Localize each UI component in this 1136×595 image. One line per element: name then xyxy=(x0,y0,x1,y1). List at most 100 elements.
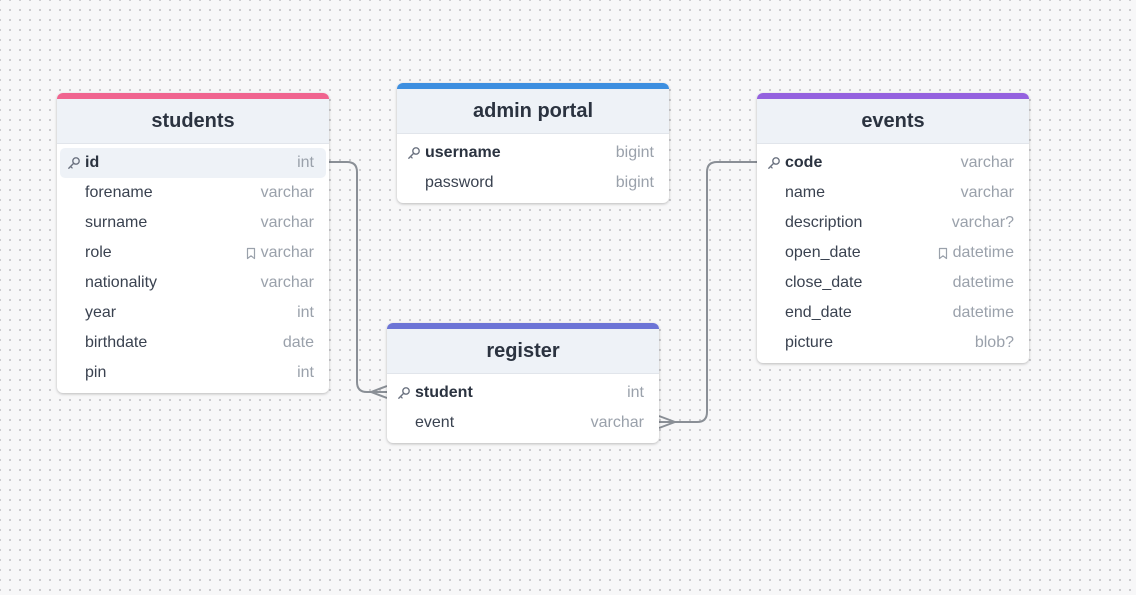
field-row-close-date[interactable]: close_date datetime xyxy=(760,268,1026,298)
field-row-year[interactable]: year int xyxy=(60,298,326,328)
field-type: varchar xyxy=(261,214,314,232)
field-type-label: datetime xyxy=(952,304,1014,321)
field-type: int xyxy=(627,384,644,402)
field-name: end_date xyxy=(785,304,852,321)
field-type-label: varchar? xyxy=(951,214,1014,231)
field-type-label: date xyxy=(282,334,314,351)
field-type-label: varchar xyxy=(960,154,1014,171)
field-list: username bigint password bigint xyxy=(397,134,669,203)
field-type: date xyxy=(283,334,314,352)
field-row-end-date[interactable]: end_date datetime xyxy=(760,298,1026,328)
field-row-password[interactable]: password bigint xyxy=(400,168,666,198)
field-type: varchar xyxy=(261,184,314,202)
key-icon xyxy=(398,387,410,399)
relation-students-register[interactable] xyxy=(329,161,387,393)
field-type-label: datetime xyxy=(952,274,1014,291)
field-type: blob? xyxy=(975,334,1014,352)
field-name: code xyxy=(785,154,823,171)
field-type-label: varchar xyxy=(590,414,644,431)
field-name: event xyxy=(415,414,455,431)
field-name: birthdate xyxy=(85,334,148,351)
table-title[interactable]: events xyxy=(757,99,1029,144)
field-type-label: int xyxy=(297,364,314,381)
field-row-student[interactable]: student int xyxy=(390,378,656,408)
table-color-bar xyxy=(387,323,659,329)
table-color-bar xyxy=(57,93,329,99)
field-type: varchar xyxy=(591,414,644,432)
field-type-label: int xyxy=(297,154,314,171)
field-name: nationality xyxy=(85,274,158,291)
field-list: student int event varchar xyxy=(387,374,659,443)
field-row-id[interactable]: id int xyxy=(60,148,326,178)
key-icon xyxy=(68,157,80,169)
field-type-label: blob? xyxy=(974,334,1014,351)
field-type: varchar xyxy=(261,274,314,292)
table-title[interactable]: students xyxy=(57,99,329,144)
field-type-label: varchar xyxy=(260,244,314,261)
field-type-label: varchar xyxy=(260,214,314,231)
field-list: code varchar name varchar description varchar… xyxy=(757,144,1029,363)
field-name: open_date xyxy=(785,244,861,261)
field-row-pin[interactable]: pin int xyxy=(60,358,326,388)
field-name: student xyxy=(415,384,473,401)
field-type-label: datetime xyxy=(952,244,1014,261)
field-row-event[interactable]: event varchar xyxy=(390,408,656,438)
table-color-bar xyxy=(757,93,1029,99)
field-type: int xyxy=(297,364,314,382)
field-name: username xyxy=(425,144,501,161)
field-name: password xyxy=(425,174,494,191)
note-bookmark-icon xyxy=(938,247,947,259)
table-title[interactable]: admin portal xyxy=(397,89,669,134)
crows-foot-register-event[interactable] xyxy=(658,415,676,429)
field-type-label: varchar xyxy=(960,184,1014,201)
table-events[interactable]: events code varchar name varchar description v… xyxy=(757,93,1029,363)
field-type: varchar? xyxy=(952,214,1014,232)
field-type: datetime xyxy=(953,274,1014,292)
field-row-code[interactable]: code varchar xyxy=(760,148,1026,178)
field-name: picture xyxy=(785,334,834,351)
field-row-open-date[interactable]: open_date datetime xyxy=(760,238,1026,268)
table-title[interactable]: register xyxy=(387,329,659,374)
field-type: int xyxy=(297,154,314,172)
field-type: bigint xyxy=(616,144,654,162)
field-row-birthdate[interactable]: birthdate date xyxy=(60,328,326,358)
crows-foot-register-student[interactable] xyxy=(370,385,388,399)
field-name: forename xyxy=(85,184,153,201)
field-type: varchar xyxy=(961,184,1014,202)
field-row-nationality[interactable]: nationality varchar xyxy=(60,268,326,298)
field-row-username[interactable]: username bigint xyxy=(400,138,666,168)
field-name: pin xyxy=(85,364,107,381)
field-type-label: varchar xyxy=(260,184,314,201)
field-type-label: bigint xyxy=(615,144,654,161)
note-bookmark-icon xyxy=(246,247,255,259)
field-type-label: int xyxy=(297,304,314,321)
field-row-forename[interactable]: forename varchar xyxy=(60,178,326,208)
table-color-bar xyxy=(397,83,669,89)
field-type: datetime xyxy=(937,244,1014,262)
field-name: year xyxy=(85,304,117,321)
field-name: close_date xyxy=(785,274,863,291)
key-icon xyxy=(408,147,420,159)
field-type-label: bigint xyxy=(615,174,654,191)
field-row-description[interactable]: description varchar? xyxy=(760,208,1026,238)
relation-events-register[interactable] xyxy=(659,161,757,423)
key-icon xyxy=(768,157,780,169)
table-admin-portal[interactable]: admin portal username bigint password bigint xyxy=(397,83,669,203)
field-name: name xyxy=(785,184,826,201)
field-row-name[interactable]: name varchar xyxy=(760,178,1026,208)
field-type: int xyxy=(297,304,314,322)
field-row-picture[interactable]: picture blob? xyxy=(760,328,1026,358)
field-type: datetime xyxy=(953,304,1014,322)
field-type: varchar xyxy=(961,154,1014,172)
field-type: varchar xyxy=(245,244,314,262)
field-type-label: varchar xyxy=(260,274,314,291)
table-register[interactable]: register student int event varchar xyxy=(387,323,659,443)
field-type-label: int xyxy=(627,384,644,401)
field-name: id xyxy=(85,154,100,171)
field-name: description xyxy=(785,214,863,231)
